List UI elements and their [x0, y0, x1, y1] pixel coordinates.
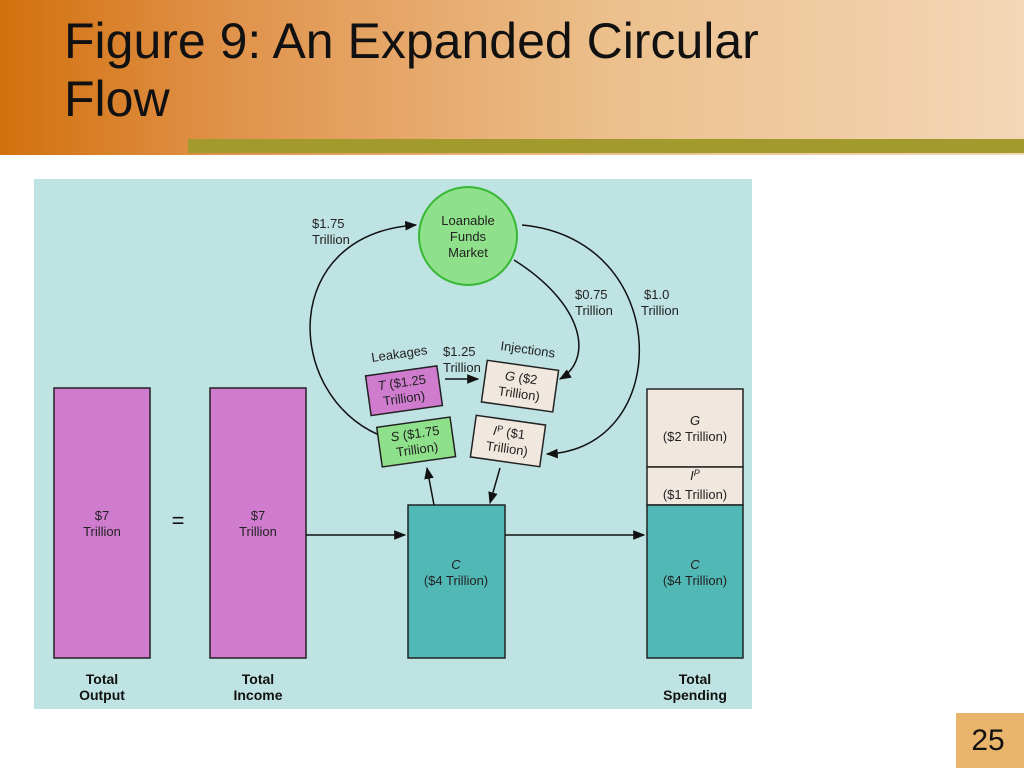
total-income-value: $7 — [251, 508, 265, 523]
total-output-label-line-1: Total — [86, 671, 118, 687]
spending-government-letter: G — [690, 413, 700, 428]
investment-flow-unit: Trillion — [641, 303, 679, 318]
investment-box: IP ($1 Trillion) — [469, 414, 547, 468]
total-spending-label-line-2: Spending — [663, 687, 727, 703]
circular-flow-diagram: $7 Trillion Total Output = $7 Trillion T… — [34, 179, 752, 709]
spending-investment-amount: ($1 Trillion) — [663, 487, 727, 502]
total-income-label-line-1: Total — [242, 671, 274, 687]
savings-flow-unit: Trillion — [312, 232, 350, 247]
government-borrowing-value: $0.75 — [575, 287, 608, 302]
title-underline-stripe — [188, 139, 1024, 153]
investment-box-line-2: Trillion) — [485, 438, 529, 459]
spending-consumption-letter: C — [690, 557, 700, 572]
loanable-funds-line-3: Market — [448, 245, 488, 260]
taxes-box-rect — [364, 365, 444, 417]
consumption-to-savings-arrow — [424, 466, 435, 506]
government-purchases-box-line-2: Trillion) — [497, 383, 541, 404]
spending-consumption-segment — [646, 504, 744, 659]
consumption-box — [407, 504, 506, 659]
investment-to-consumption-arrow — [488, 467, 501, 505]
total-spending-label-line-1: Total — [679, 671, 711, 687]
spending-investment-letter: IP — [690, 468, 700, 483]
spending-consumption-amount: ($4 Trillion) — [663, 573, 727, 588]
spending-government-amount: ($2 Trillion) — [663, 429, 727, 444]
savings-box-line-1: S ($1.75 — [390, 423, 441, 445]
spending-investment-segment — [646, 466, 744, 506]
consumption-letter: C — [451, 557, 461, 572]
government-borrowing-unit: Trillion — [575, 303, 613, 318]
total-output-bar — [53, 387, 151, 659]
taxes-box-line-2: Trillion) — [382, 388, 426, 409]
government-purchases-box: G ($2 Trillion) — [480, 359, 560, 413]
loanable-funds-market-circle — [418, 186, 518, 286]
total-output-value: $7 — [95, 508, 109, 523]
total-income-label-line-2: Income — [233, 687, 282, 703]
total-income-unit: Trillion — [239, 524, 277, 539]
taxes-box-line-1: T ($1.25 — [377, 372, 427, 394]
taxes-box: T ($1.25 Trillion) — [364, 365, 444, 417]
consumption-amount: ($4 Trillion) — [424, 573, 488, 588]
page-number-box: 25 — [956, 713, 1024, 768]
loanable-funds-line-2: Funds — [450, 229, 487, 244]
savings-flow-value: $1.75 — [312, 216, 345, 231]
tax-flow-unit: Trillion — [443, 360, 481, 375]
government-purchases-box-rect — [480, 359, 560, 413]
title-banner — [0, 0, 1024, 155]
loanable-funds-line-1: Loanable — [441, 213, 495, 228]
spending-government-segment — [646, 388, 744, 468]
investment-box-rect — [469, 414, 547, 468]
savings-to-loanable-arrow — [309, 220, 418, 436]
loanable-to-government-arrow — [513, 259, 580, 380]
equals-sign: = — [172, 508, 185, 533]
government-purchases-box-line-1: G ($2 — [504, 368, 538, 387]
savings-box-rect — [375, 416, 457, 468]
total-income-bar — [209, 387, 307, 659]
investment-box-line-1: IP ($1 — [492, 423, 526, 442]
total-output-label-line-2: Output — [79, 687, 125, 703]
savings-box: S ($1.75 Trillion) — [375, 416, 457, 468]
loanable-to-investment-arrow — [521, 224, 641, 459]
tax-flow-value: $1.25 — [443, 344, 476, 359]
investment-flow-value: $1.0 — [644, 287, 669, 302]
slide-title-line-2: Flow — [64, 71, 170, 127]
slide-title: Figure 9: An Expanded Circular Flow — [64, 12, 759, 128]
slide-title-line-1: Figure 9: An Expanded Circular — [64, 13, 759, 69]
total-output-unit: Trillion — [83, 524, 121, 539]
page-number: 25 — [971, 724, 1005, 757]
savings-box-line-2: Trillion) — [395, 439, 439, 460]
